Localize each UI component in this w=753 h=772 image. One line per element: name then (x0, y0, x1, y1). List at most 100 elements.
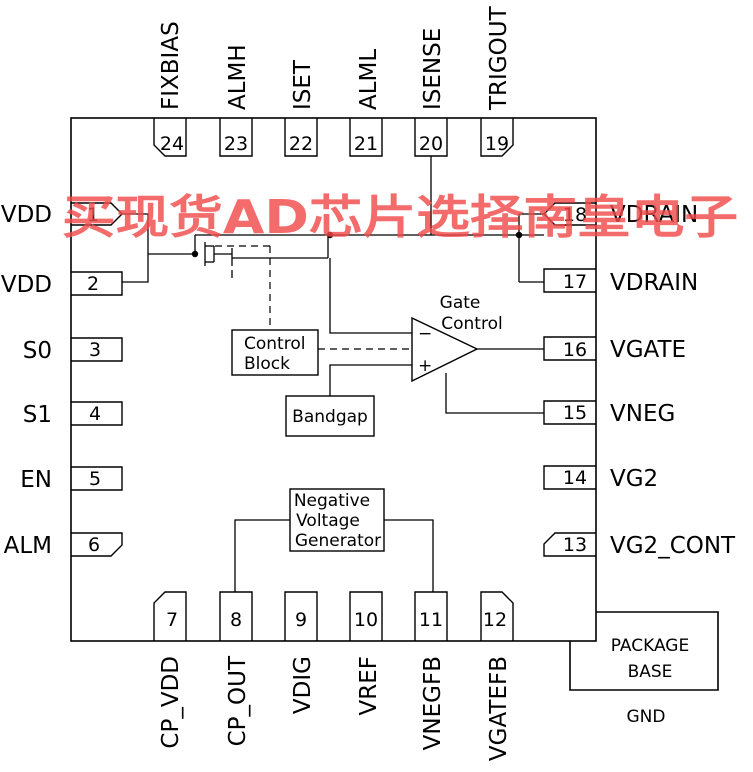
pin-21-number: 21 (354, 133, 378, 155)
junction-dots (191, 231, 523, 258)
pin-23-number: 23 (224, 133, 248, 155)
pin-4-number: 4 (89, 403, 101, 425)
pin-15-name: VNEG (610, 401, 675, 427)
pin-16-number: 16 (563, 339, 587, 361)
amp-minus-sign: − (418, 324, 432, 344)
pin-22-outline (284, 118, 318, 157)
pin-24-name: FIXBIAS (158, 21, 184, 110)
pin-17-number: 17 (563, 271, 587, 293)
package-base-label-line2: BASE (628, 662, 673, 682)
pin-11-name: VNEGFB (420, 656, 446, 750)
control-block (231, 329, 319, 376)
pin-23-name: ALMH (225, 44, 251, 110)
negative-voltage-generator (289, 488, 385, 552)
pin-17-outline (543, 268, 596, 293)
package-base-outline (569, 611, 719, 691)
watermark-text: 买现货AD芯片选择南皇电子 (62, 190, 738, 244)
pin-6-number: 6 (88, 534, 100, 556)
pin-9-name: VDIG (290, 656, 316, 714)
pin-14-name: VG2 (610, 466, 658, 492)
pin-1-number: 1 (87, 204, 99, 226)
gnd-label: GND (627, 707, 666, 727)
pin-14-number: 14 (563, 467, 587, 489)
pin-1-name: VDD (1, 202, 52, 228)
pin-19-number: 19 (485, 133, 509, 155)
top-pins: 24 FIXBIAS 23 ALMH 22 ISET 21 ALML 20 IS… (153, 5, 514, 157)
pin-18-name: VDRAIN (610, 202, 698, 228)
pin-20-number: 20 (419, 133, 443, 155)
vneg-wire (445, 373, 544, 414)
pin-21-name: ALML (356, 49, 382, 110)
pin-13-number: 13 (563, 534, 587, 556)
pin-22-number: 22 (289, 133, 313, 155)
nvg-label-3: Generator (295, 531, 381, 551)
gate-control-amplifier (411, 316, 479, 383)
pin-13-outline (543, 532, 596, 557)
vnegfb-wire (384, 519, 434, 592)
pin-4-name: S1 (23, 402, 52, 428)
bottom-pins: 7 CP_VDD 8 CP_OUT 9 VDIG 10 VREF 11 VNEG… (153, 591, 514, 761)
pin-10-name: VREF (356, 656, 382, 715)
nvg-label-1: Negative (294, 491, 370, 511)
pin-15-number: 15 (563, 402, 587, 424)
pin-12-outline (480, 591, 514, 641)
pin-16-name: VGATE (610, 337, 686, 363)
control-block-label-1: Control (244, 334, 305, 354)
amp-minus-wire (329, 258, 412, 334)
pin-24-number: 24 (160, 133, 184, 155)
pin-5-name: EN (20, 467, 52, 493)
control-dashed-lines (215, 245, 412, 350)
pin-18-number: 18 (563, 204, 587, 226)
bandgap-label: Bandgap (292, 407, 368, 427)
gate-control-label-1: Gate (440, 293, 481, 313)
pin-2-number: 2 (87, 273, 99, 295)
pin-11-number: 11 (419, 609, 443, 631)
internal-wiring (122, 156, 544, 592)
pin-17-name: VDRAIN (610, 270, 698, 296)
pin-6-outline (71, 532, 123, 557)
pin-3-number: 3 (89, 339, 101, 361)
gate-control-label-2: Control (441, 314, 502, 334)
pin-10-outline (349, 591, 383, 641)
pin-3-outline (71, 337, 123, 362)
nvg-label-2: Voltage (296, 511, 360, 531)
pin-19-outline (480, 118, 514, 157)
pin-2-name: VDD (1, 272, 52, 298)
bandgap-wire (329, 364, 412, 403)
cp-out-wire (234, 519, 290, 592)
pin-13-name: VG2_CONT (610, 533, 736, 559)
pin-10-number: 10 (354, 609, 378, 631)
pin-24-outline (153, 118, 187, 157)
pin-5-number: 5 (89, 468, 101, 490)
pin-12-number: 12 (483, 609, 507, 631)
pin-7-outline (153, 591, 187, 641)
pin-8-name: CP_OUT (225, 655, 251, 746)
pin-6-name: ALM (4, 533, 52, 559)
junction-dot (326, 231, 334, 239)
left-pins: 1 VDD 2 VDD 3 S0 4 S1 5 EN 6 ALM (1, 202, 123, 559)
junction-dot (191, 250, 199, 258)
pin-22-name: ISET (290, 59, 316, 110)
bandgap-block (285, 395, 375, 437)
vdd-tie-wire (122, 213, 149, 283)
right-pins: 18 VDRAIN 17 VDRAIN 16 VGATE 15 VNEG 14 … (543, 202, 736, 559)
pin-19-name: TRIGOUT (486, 5, 512, 111)
junction-dot (515, 231, 523, 239)
pin-23-outline (219, 118, 253, 157)
pin-9-outline (284, 591, 318, 641)
pin-21-outline (349, 118, 383, 157)
pin-14-outline (543, 465, 596, 490)
control-block-label-2: Block (244, 354, 290, 374)
pin-11-outline (414, 591, 448, 641)
pin-4-outline (71, 401, 123, 426)
package-base-label-line1: PACKAGE (611, 636, 689, 656)
pin-8-outline (219, 591, 253, 641)
pin-12-name: VGATEFB (486, 656, 512, 761)
pin-5-outline (71, 466, 123, 491)
pin-2-outline (71, 271, 123, 296)
pin-8-number: 8 (230, 609, 242, 631)
pin-20-name: ISENSE (420, 28, 446, 110)
pin-7-number: 7 (166, 609, 178, 631)
pin-3-name: S0 (23, 338, 52, 364)
